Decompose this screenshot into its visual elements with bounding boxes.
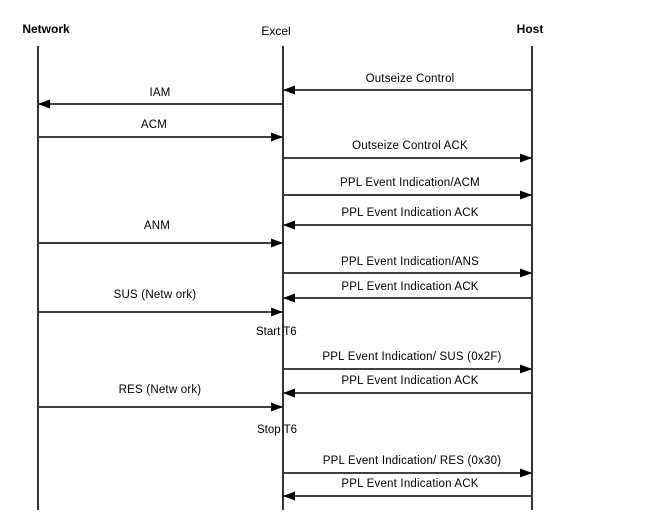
- message-label-m5: PPL Event Indication/ACM: [340, 177, 480, 189]
- actor-label-network: Network: [22, 22, 70, 36]
- message-label-m9: PPL Event Indication ACK: [341, 281, 479, 293]
- actor-label-host: Host: [516, 22, 544, 36]
- message-label-m2: IAM: [149, 87, 171, 99]
- lifelines-group: [37, 46, 533, 510]
- note-n2: Stop T6: [257, 424, 298, 436]
- message-label-m11: PPL Event Indication/ SUS (0x2F): [322, 351, 502, 363]
- message-label-m1: Outseize Control: [365, 73, 455, 85]
- message-label-m15: PPL Event Indication ACK: [341, 478, 479, 490]
- message-label-m13: RES (Netw ork): [118, 384, 202, 396]
- message-label-m10: SUS (Netw ork): [113, 289, 197, 301]
- message-label-m8: PPL Event Indication/ANS: [341, 256, 479, 268]
- message-arrows-group: [38, 85, 532, 501]
- actor-label-excel: Excel: [261, 24, 291, 38]
- message-label-m12: PPL Event Indication ACK: [341, 375, 479, 387]
- message-label-m6: PPL Event Indication ACK: [341, 207, 479, 219]
- note-n1: Start T6: [256, 326, 297, 338]
- message-label-m4: Outseize Control ACK: [352, 140, 468, 152]
- message-label-m3: ACM: [140, 119, 168, 131]
- message-label-m7: ANM: [143, 220, 171, 232]
- message-label-m14: PPL Event Indication/ RES (0x30): [322, 455, 502, 467]
